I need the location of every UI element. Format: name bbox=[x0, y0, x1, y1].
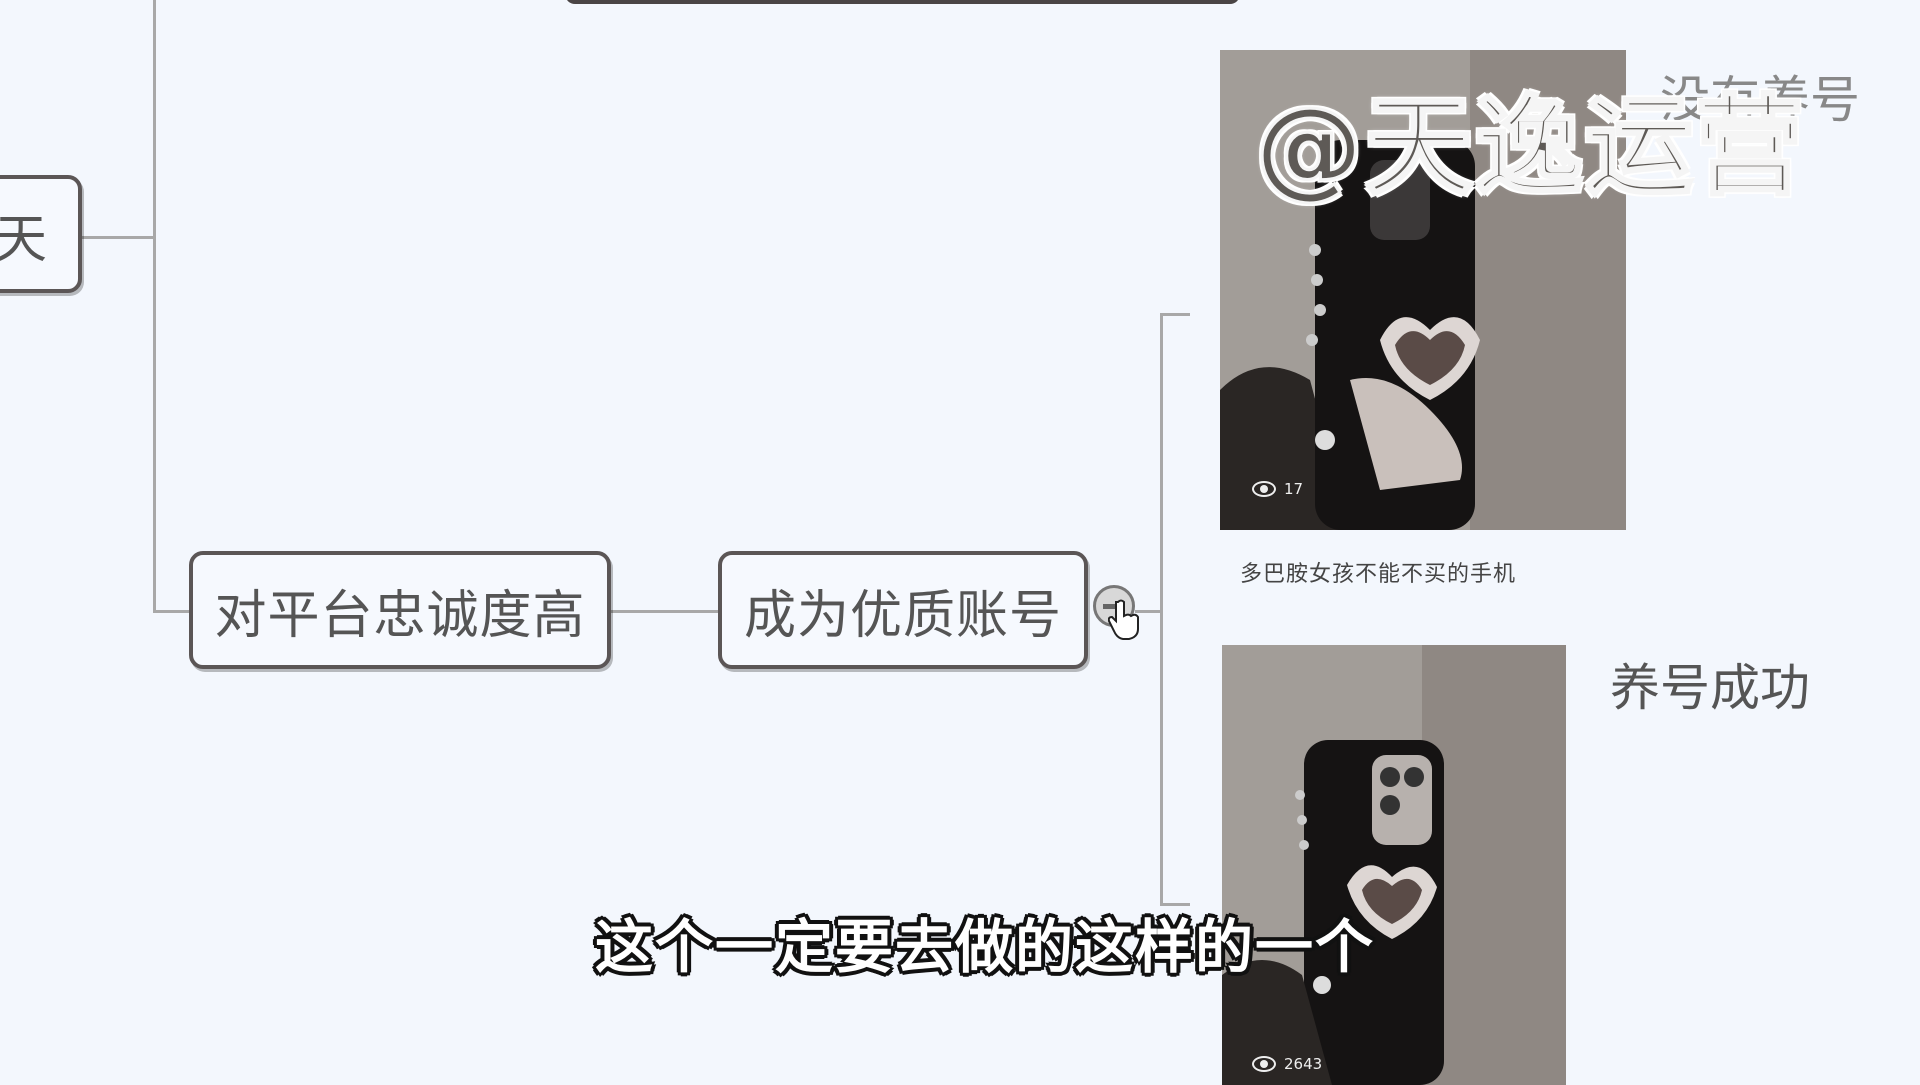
success-label: 养号成功 bbox=[1610, 659, 1810, 717]
image-thumbnail-1[interactable]: 17 bbox=[1220, 50, 1626, 530]
view-count: 17 bbox=[1252, 480, 1303, 498]
thumbnail-1-caption: 多巴胺女孩不能不买的手机 bbox=[1240, 562, 1517, 587]
eye-icon bbox=[1252, 1056, 1276, 1072]
watermark-text: @天逸运营 bbox=[1253, 84, 1806, 212]
hand-pointer-icon bbox=[1108, 599, 1139, 640]
view-count: 2643 bbox=[1252, 1055, 1322, 1073]
eye-icon bbox=[1252, 481, 1276, 497]
partial-node-bottom-edge bbox=[565, 0, 1240, 4]
phone-photo-image bbox=[1222, 645, 1566, 1085]
connector-to-loyalty bbox=[153, 610, 191, 613]
mindmap-node-partial[interactable]: 天 bbox=[0, 175, 82, 293]
connector-quality-branch bbox=[1135, 610, 1163, 613]
phone-photo-image bbox=[1220, 50, 1626, 530]
node-label: 天 bbox=[0, 209, 48, 270]
connector-loyalty-quality bbox=[609, 610, 719, 613]
connector-branch-top bbox=[1160, 313, 1190, 316]
node-label: 成为优质账号 bbox=[743, 585, 1062, 646]
node-label: 对平台忠诚度高 bbox=[214, 585, 586, 646]
connector-branch-bottom bbox=[1160, 903, 1190, 906]
connector-branch-vertical bbox=[1160, 315, 1163, 905]
connector-to-partial-node bbox=[80, 236, 155, 239]
mindmap-node-platform-loyalty[interactable]: 对平台忠诚度高 bbox=[189, 551, 611, 669]
mindmap-node-quality-account[interactable]: 成为优质账号 bbox=[718, 551, 1088, 669]
image-thumbnail-2[interactable]: 2643 bbox=[1222, 645, 1566, 1085]
no-nurture-label: 没有养号 bbox=[1660, 71, 1860, 129]
video-subtitle: 这个一定要去做的这样的一个 bbox=[595, 913, 1376, 981]
minus-icon bbox=[1103, 603, 1125, 609]
connector-trunk bbox=[153, 0, 156, 612]
